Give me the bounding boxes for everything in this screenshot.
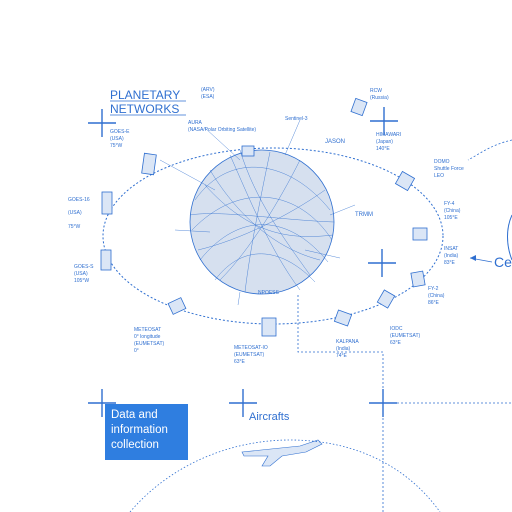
data-box-line3: collection bbox=[111, 439, 159, 451]
satellite-icon bbox=[333, 309, 353, 327]
satellite-icon bbox=[167, 297, 187, 315]
svg-text:(EUMETSAT): (EUMETSAT) bbox=[134, 341, 165, 347]
svg-text:(China): (China) bbox=[428, 293, 445, 299]
svg-text:(Russia): (Russia) bbox=[370, 95, 389, 101]
connector-arc bbox=[467, 139, 512, 161]
svg-text:63°E: 63°E bbox=[234, 359, 246, 365]
satellite-icon bbox=[412, 227, 428, 241]
svg-text:LEO: LEO bbox=[434, 173, 444, 179]
label-aura: AURA (NASA/Polar Orbiting Satellite) bbox=[188, 120, 256, 133]
label-domo: DOMO Shuttle Force LEO bbox=[434, 159, 464, 179]
satellite-icon bbox=[394, 170, 416, 192]
crosshair-icon bbox=[88, 389, 116, 417]
satellite-icon bbox=[141, 152, 157, 176]
satellite-icon bbox=[376, 289, 396, 309]
svg-text:86°E: 86°E bbox=[428, 300, 440, 306]
svg-text:(Japan): (Japan) bbox=[376, 139, 393, 145]
label-partial-right: Ce bbox=[494, 254, 512, 270]
svg-text:75°W: 75°W bbox=[110, 143, 123, 149]
svg-text:140°E: 140°E bbox=[376, 146, 390, 152]
label-top-small-2: (ESA) bbox=[201, 94, 215, 100]
lower-orbit-arc bbox=[129, 439, 441, 512]
satellite-icon bbox=[410, 270, 426, 288]
svg-text:(USA): (USA) bbox=[74, 271, 88, 277]
label-trmm: TRMM bbox=[355, 212, 373, 218]
label-aircrafts: Aircrafts bbox=[249, 411, 290, 423]
satellite-icon bbox=[261, 317, 277, 337]
svg-text:AURA: AURA bbox=[188, 120, 203, 126]
svg-text:FY-2: FY-2 bbox=[428, 286, 439, 292]
svg-text:83°E: 83°E bbox=[444, 260, 456, 266]
svg-text:(USA): (USA) bbox=[68, 210, 82, 216]
svg-text:GOES-E: GOES-E bbox=[110, 129, 130, 135]
label-npoess: NPOESS bbox=[258, 290, 280, 296]
svg-text:Shuttle Force: Shuttle Force bbox=[434, 166, 464, 172]
svg-text:RCW: RCW bbox=[370, 88, 382, 94]
svg-text:(India): (India) bbox=[336, 346, 351, 352]
svg-text:(EUMETSAT): (EUMETSAT) bbox=[390, 333, 421, 339]
label-iodc: IODC (EUMETSAT) 63°E bbox=[390, 326, 421, 346]
svg-text:IODC: IODC bbox=[390, 326, 403, 332]
title-line2: NETWORKS bbox=[110, 102, 179, 116]
svg-text:GOES-16: GOES-16 bbox=[68, 197, 90, 203]
label-fy2: FY-2 (China) 86°E bbox=[428, 286, 445, 306]
label-meteosat: METEOSAT 0° longitude (EUMETSAT) 0° bbox=[134, 327, 165, 354]
arrow-head-icon bbox=[470, 255, 476, 261]
aircraft-icon bbox=[241, 439, 323, 467]
label-top-small-1: (ARV) bbox=[201, 87, 215, 93]
crosshair-icon bbox=[88, 109, 116, 137]
svg-text:METEOSAT: METEOSAT bbox=[134, 327, 161, 333]
svg-text:105°E: 105°E bbox=[444, 215, 458, 221]
svg-text:(USA): (USA) bbox=[110, 136, 124, 142]
data-box-line1: Data and bbox=[111, 409, 158, 421]
svg-text:0° longitude: 0° longitude bbox=[134, 334, 161, 340]
svg-text:63°E: 63°E bbox=[390, 340, 402, 346]
svg-text:0°: 0° bbox=[134, 348, 139, 354]
satellite-icon bbox=[100, 249, 112, 271]
globe-icon bbox=[159, 119, 356, 306]
data-collection-box: Data and information collection bbox=[105, 404, 188, 460]
partial-circle bbox=[507, 214, 512, 261]
svg-text:(China): (China) bbox=[444, 208, 461, 214]
svg-text:INSAT: INSAT bbox=[444, 246, 458, 252]
crosshair-icon bbox=[368, 249, 396, 277]
svg-text:74°E: 74°E bbox=[336, 353, 348, 359]
geostationary-orbit bbox=[102, 147, 444, 325]
svg-text:105°W: 105°W bbox=[74, 278, 89, 284]
svg-text:KALPANA: KALPANA bbox=[336, 339, 359, 345]
satellite-icon bbox=[350, 97, 368, 117]
label-goes-east: GOES-E (USA) 75°W bbox=[110, 129, 130, 149]
data-box-line2: information bbox=[111, 424, 168, 436]
label-sentinel: Sentinel-3 bbox=[285, 116, 308, 122]
title-line1: PLANETARY bbox=[110, 88, 180, 102]
svg-text:(EUMETSAT): (EUMETSAT) bbox=[234, 352, 265, 358]
svg-text:DOMO: DOMO bbox=[434, 159, 450, 165]
label-kalpana: KALPANA (India) 74°E bbox=[336, 339, 359, 359]
satellite-icon bbox=[241, 145, 255, 157]
svg-text:FY-4: FY-4 bbox=[444, 201, 455, 207]
label-goes-south: GOES-S (USA) 105°W bbox=[74, 264, 94, 284]
label-himawari: HIMAWARI (Japan) 140°E bbox=[376, 132, 401, 152]
label-goes-west: GOES-16 (USA) 75°W bbox=[68, 197, 90, 230]
label-roscosmos: RCW (Russia) bbox=[370, 88, 389, 101]
svg-text:(NASA/Polar Orbiting Satellite: (NASA/Polar Orbiting Satellite) bbox=[188, 127, 256, 133]
label-meteosat-io: METEOSAT-IO (EUMETSAT) 63°E bbox=[234, 345, 268, 365]
svg-text:HIMAWARI: HIMAWARI bbox=[376, 132, 401, 138]
connector-line bbox=[297, 295, 384, 512]
satellite-icon bbox=[101, 191, 113, 215]
svg-text:75°W: 75°W bbox=[68, 224, 81, 230]
label-insat: INSAT (India) 83°E bbox=[444, 246, 459, 266]
label-jason: JASON bbox=[325, 139, 345, 145]
label-fy4: FY-4 (China) 105°E bbox=[444, 201, 461, 221]
svg-text:(India): (India) bbox=[444, 253, 459, 259]
svg-text:METEOSAT-IO: METEOSAT-IO bbox=[234, 345, 268, 351]
svg-text:GOES-S: GOES-S bbox=[74, 264, 94, 270]
crosshair-icon bbox=[229, 389, 257, 417]
crosshair-icon bbox=[370, 107, 398, 135]
